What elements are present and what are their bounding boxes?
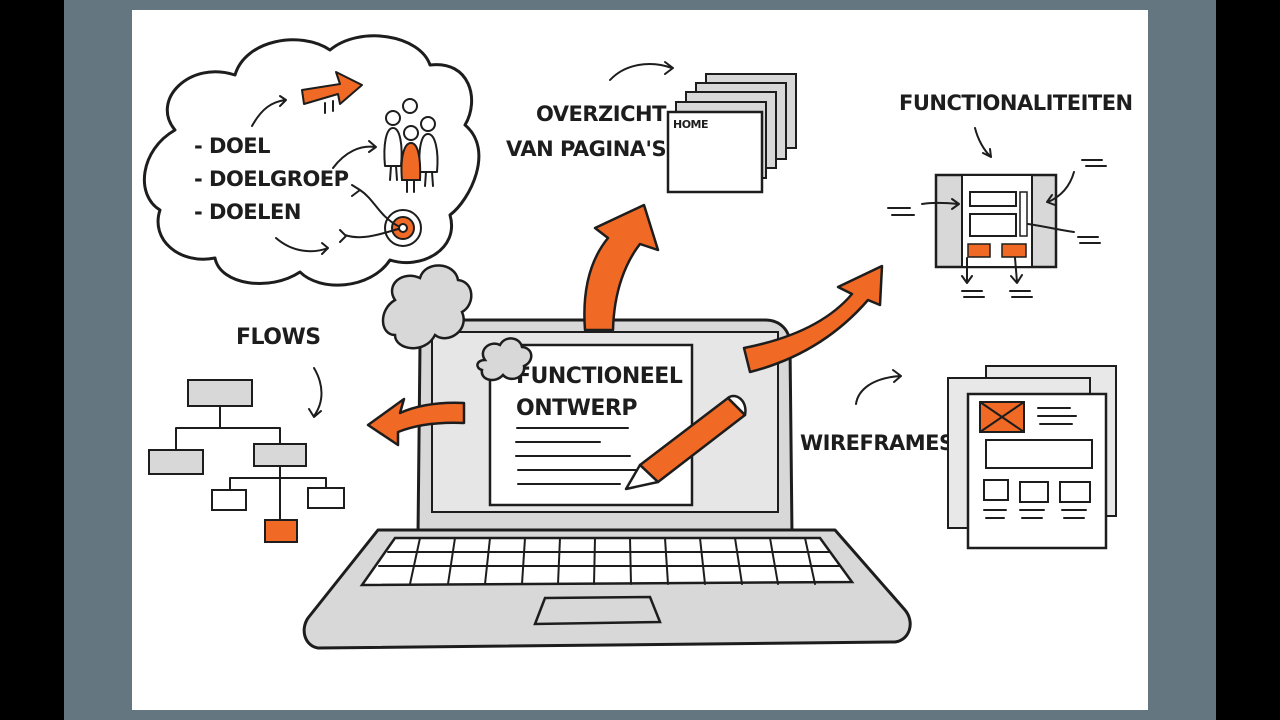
pages-title-line1: OVERZICHT [536,102,667,126]
goal-item-doelen: - DOELEN [194,200,301,224]
wireframes: WIREFRAMES [800,365,1117,550]
smoke-cloud-icon [381,264,533,382]
arrow-up-icon [583,203,660,332]
laptop-icon: FUNCTIONEEL ONTWERP [302,318,912,650]
home-page-label: HOME [673,118,708,131]
goals-cloud: - DOEL - DOELGROEP - DOELEN [143,34,481,287]
functionality-layout-icon [934,173,1058,269]
keyboard [378,537,841,585]
functionalities: FUNCTIONALITEITEN [887,91,1133,298]
arrow-right-icon [742,264,884,374]
goal-arrow-icon [301,71,363,114]
screen-title-line1: FUNCTIONEEL [516,364,683,389]
pages-title-line2: VAN PAGINA'S [506,137,666,161]
orange-arrow-icons [366,203,884,447]
flows-title: FLOWS [236,325,321,350]
trackpad [533,595,662,626]
flowchart-icon [148,379,345,543]
flows: FLOWS [148,325,345,543]
pages-overview: OVERZICHT VAN PAGINA'S HOME [506,61,797,194]
goal-item-doel: - DOEL [194,134,270,158]
functionalities-title: FUNCTIONALITEITEN [899,91,1133,115]
goal-item-doelgroep: - DOELGROEP [194,167,349,191]
arrow-left-icon [366,397,466,447]
pencil-icon [624,394,747,491]
screen-title-line2: ONTWERP [516,396,637,421]
people-icon [383,98,439,193]
target-icon [339,184,422,247]
wireframe-doc-icon [947,365,1117,550]
wireframes-title: WIREFRAMES [800,431,954,455]
pages-stack-icon: HOME [666,73,797,194]
